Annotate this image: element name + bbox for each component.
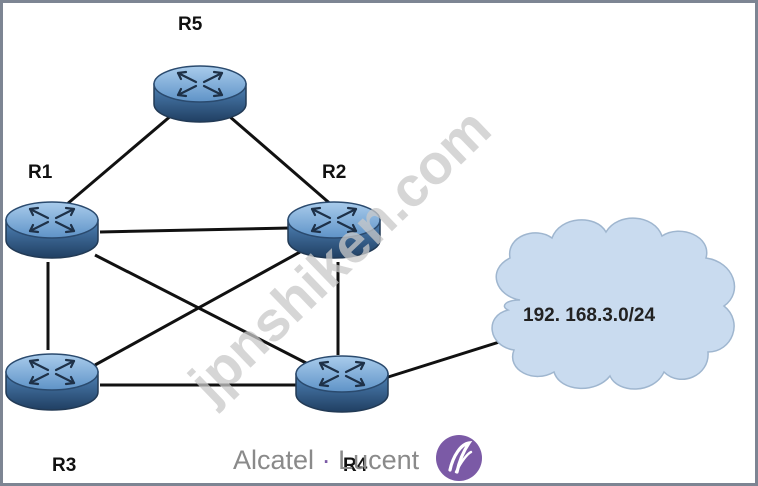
brand-name-right: Lucent [338,445,420,475]
link-r1-r4 [94,253,311,367]
router-r4 [294,354,390,414]
svg-text:Alcatel · Lucent: Alcatel · Lucent [233,445,420,475]
router-label-r5: R5 [178,14,203,35]
network-cloud: 192. 168.3.0/24 [491,217,736,390]
router-label-r1: R1 [28,162,53,183]
link-r2-r3 [94,250,301,367]
brand-name-left: Alcatel [233,445,314,475]
router-label-r4: R4 [343,455,368,476]
router-r5 [152,64,248,124]
alcatel-lucent-logo-icon [436,435,482,481]
link-r1-r2 [99,226,291,234]
router-r3 [4,352,100,412]
link-r5-r2 [213,101,335,209]
router-label-r2: R2 [322,162,346,183]
link-r5-r1 [65,101,187,207]
brand-separator: · [322,445,331,475]
router-label-r3: R3 [52,455,76,476]
network-label: 192. 168.3.0/24 [523,305,655,326]
brand-logo: Alcatel · Lucent [233,435,482,481]
links [46,101,529,387]
router-r1 [4,200,100,260]
